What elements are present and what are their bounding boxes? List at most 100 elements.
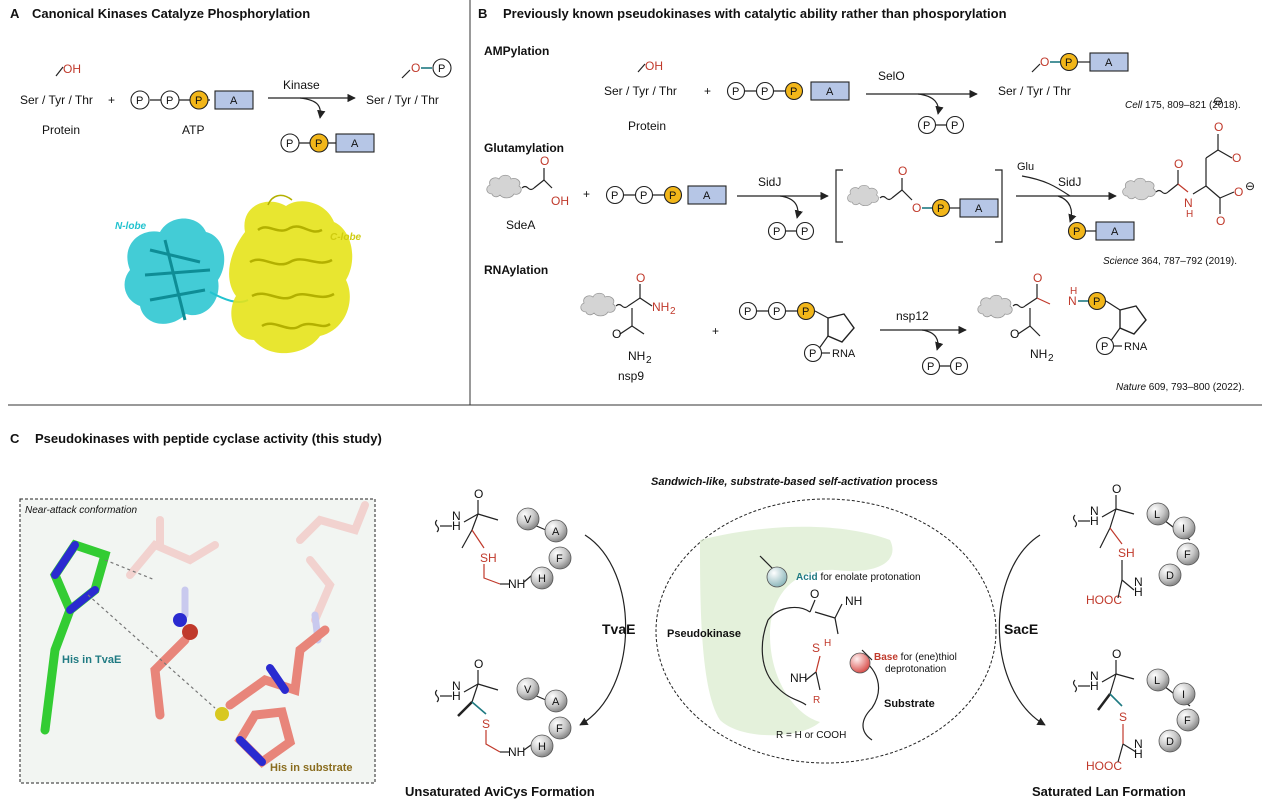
ref-science: Science 364, 787–792 (2019). [1103,256,1237,267]
svg-text:O: O [1174,157,1183,171]
svg-text:H: H [1134,747,1143,761]
phosphate-circle [160,90,180,110]
svg-text:A: A [1105,57,1113,69]
svg-text:RNA: RNA [832,348,856,360]
svg-text:P: P [773,226,780,238]
ref-nature: Nature 609, 793–800 (2022). [1116,382,1244,393]
left-substrate-top: H N O SH NH [434,487,539,591]
right-substrate-top: H N O SH H N HOOC [1072,482,1143,607]
glu-cosubstrate: Glu [1017,161,1034,173]
svg-text:F: F [1184,715,1191,727]
svg-text:P: P [955,361,962,373]
kinase-structure-cartoon [124,194,353,354]
sidj-label-1: SidJ [758,175,781,189]
panel-c-letter: C [10,431,20,446]
svg-text:NH: NH [508,745,525,759]
svg-text:P: P [286,138,293,150]
base-label: Base for (ene)thiol [874,652,957,663]
nsp12-label: nsp12 [896,309,929,323]
svg-text:V: V [524,514,532,526]
svg-text:A: A [552,696,560,708]
process-title: Sandwich-like, substrate-based self-acti… [651,476,938,488]
panel-a-atp: ATP [182,123,204,137]
svg-text:N: N [452,679,461,693]
glu-pp-byproduct: P P [767,221,815,241]
panel-c-title: Pseudokinases with peptide cyclase activ… [35,431,382,446]
svg-text:H: H [824,638,831,649]
svg-text:SH: SH [1118,546,1135,560]
svg-text:P: P [195,95,202,107]
svg-text:H: H [452,689,461,703]
amp-atp-chain: P P P A [726,81,850,101]
r-definition: R = H or COOH [776,730,846,741]
selo-label: SelO [878,69,905,83]
svg-text:O: O [1112,482,1121,496]
near-attack-label: Near-attack conformation [25,505,138,516]
svg-text:N: N [1184,196,1193,210]
svg-text:+: + [583,187,590,201]
svg-text:V: V [524,684,532,696]
svg-text:O: O [1232,151,1241,165]
rna-pp-byproduct: P P [921,356,969,376]
right-caption: Saturated Lan Formation [1032,784,1186,799]
svg-text:P: P [923,120,930,132]
svg-text:N: N [1090,669,1099,683]
svg-text:2: 2 [1048,353,1054,364]
pseudokinase-label: Pseudokinase [667,628,741,640]
svg-text:H: H [1070,286,1077,297]
panel-a-residues-right: Ser / Tyr / Thr [366,93,439,107]
svg-text:A: A [351,138,359,150]
svg-text:I: I [1182,689,1185,701]
svg-text:O: O [474,487,483,501]
tvae-label: TvaE [602,621,635,637]
svg-text:SH: SH [480,551,497,565]
left-product-bottom: H N O S NH [434,657,539,759]
svg-text:N: N [1068,294,1077,308]
svg-text:O: O [810,587,819,601]
phosphate-gold-circle [189,90,209,110]
panel-a-title: Canonical Kinases Catalyze Phosphorylati… [32,6,310,21]
substrate-label: Substrate [884,698,935,710]
sidj-label-2: SidJ [1058,175,1081,189]
svg-text:P: P [951,120,958,132]
svg-text:P: P [802,306,809,318]
svg-text:A: A [552,526,560,538]
svg-text:O: O [898,164,907,178]
n-lobe-label: N-lobe [115,221,147,232]
svg-text:NH: NH [1030,347,1047,361]
svg-text:+: + [704,84,711,98]
svg-text:H: H [1186,209,1193,220]
phosphate-circle [432,58,452,78]
bead-chain-left-bottom: V A F H [516,677,572,758]
svg-text:OH: OH [645,59,663,73]
svg-text:O: O [1010,327,1019,341]
svg-text:P: P [1073,226,1080,238]
svg-text:P: P [773,306,780,318]
svg-text:H: H [1090,514,1099,528]
panel-b: B Previously known pseudokinases with ca… [478,6,1255,393]
svg-text:+: + [712,324,719,338]
svg-text:H: H [1090,679,1099,693]
svg-text:⊖: ⊖ [1213,94,1223,108]
svg-text:L: L [1154,509,1160,521]
right-product-bottom: H N O S H N HOOC [1072,647,1143,773]
svg-text:F: F [556,723,563,735]
his-tvae-label: His in TvaE [62,654,121,666]
svg-text:P: P [1093,296,1100,308]
svg-text:N: N [452,509,461,523]
svg-text:O: O [540,154,549,168]
svg-text:2: 2 [646,355,652,366]
panel-a: A Canonical Kinases Catalyze Phosphoryla… [10,6,452,354]
nsp9-label: nsp9 [618,369,644,383]
svg-text:I: I [1182,523,1185,535]
svg-text:P: P [732,86,739,98]
svg-text:S: S [1119,710,1127,724]
svg-text:S: S [482,717,490,731]
panel-a-protein: Protein [42,123,80,137]
bead-chain-right-top: L I F D [1146,502,1200,587]
svg-text:A: A [826,86,834,98]
svg-text:NH: NH [628,349,645,363]
deprotonation-label: deprotonation [885,664,946,675]
svg-text:O: O [474,657,483,671]
left-caption: Unsaturated AviCys Formation [405,784,595,799]
